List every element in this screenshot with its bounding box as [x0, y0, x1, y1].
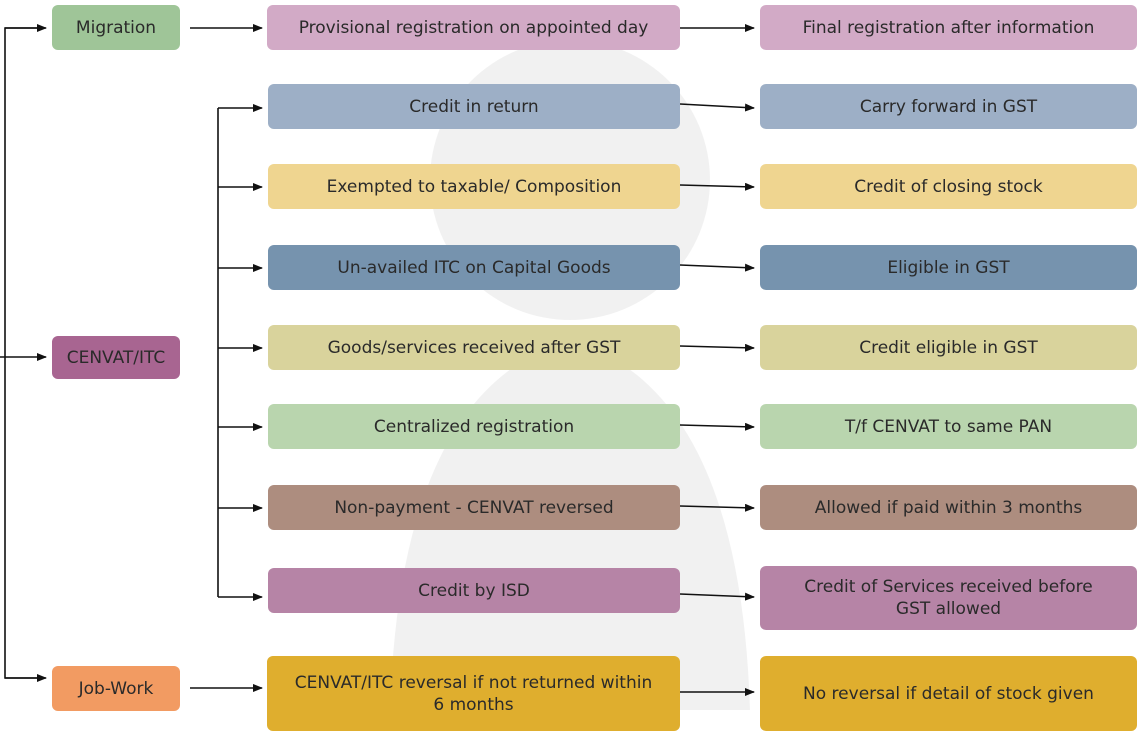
credit-closing-stock-box: Credit of closing stock	[760, 164, 1137, 209]
final-registration-box: Final registration after information	[760, 5, 1137, 50]
cenvat-reversal-box: CENVAT/ITC reversal if not returned with…	[267, 656, 680, 731]
migration-box: Migration	[52, 5, 180, 50]
unavailed-itc-box: Un-availed ITC on Capital Goods	[268, 245, 680, 290]
credit-by-isd-box: Credit by ISD	[268, 568, 680, 613]
transfer-cenvat-box: T/f CENVAT to same PAN	[760, 404, 1137, 449]
credit-in-return-box: Credit in return	[268, 84, 680, 129]
eligible-in-gst-box: Eligible in GST	[760, 245, 1137, 290]
non-payment-box: Non-payment - CENVAT reversed	[268, 485, 680, 530]
job-work-box: Job-Work	[52, 666, 180, 711]
no-reversal-box: No reversal if detail of stock given	[760, 656, 1137, 731]
exempted-to-taxable-box: Exempted to taxable/ Composition	[268, 164, 680, 209]
centralized-registration-box: Centralized registration	[268, 404, 680, 449]
credit-eligible-in-gst-box: Credit eligible in GST	[760, 325, 1137, 370]
provisional-registration-box: Provisional registration on appointed da…	[267, 5, 680, 50]
goods-services-after-gst-box: Goods/services received after GST	[268, 325, 680, 370]
allowed-if-paid-box: Allowed if paid within 3 months	[760, 485, 1137, 530]
carry-forward-box: Carry forward in GST	[760, 84, 1137, 129]
cenvat-itc-box: CENVAT/ITC	[52, 336, 180, 379]
credit-of-services-box: Credit of Services received before GST a…	[760, 566, 1137, 630]
